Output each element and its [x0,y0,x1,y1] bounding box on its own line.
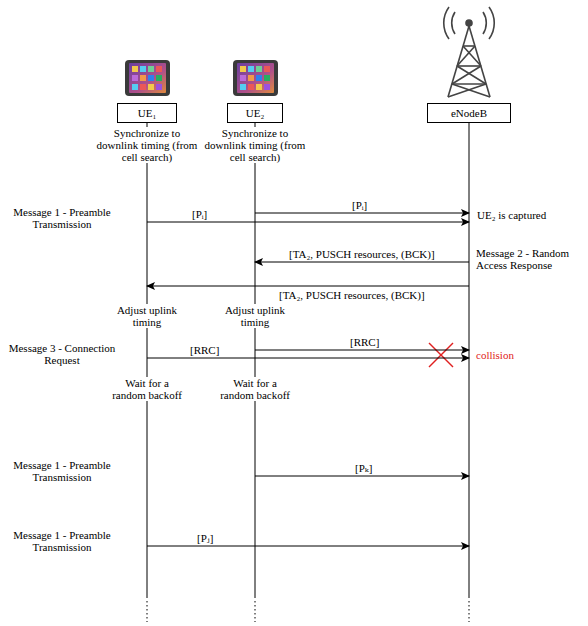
message-arrow [147,286,469,287]
message-arrow [147,222,469,223]
entity-box: UE₂ [227,103,283,123]
message-label: [TA₂, PUSCH resources, (BCK)] [277,289,427,302]
message-label: [TA₂, PUSCH resources, (BCK)] [287,248,437,261]
annotation-text: Message 2 - Random Access Response [476,247,584,271]
message-label: [Pₖ] [353,462,374,475]
message-label: [RRC] [188,344,221,357]
entity-box: eNodeB [427,103,511,123]
annotation-text: collision [476,349,536,361]
annotation-text: Synchronize to downlink timing (from cel… [95,127,199,163]
annotation-text: UE₂ is captured [477,209,577,221]
message-arrow [255,213,469,214]
message-arrow [255,262,469,263]
annotation-text: Wait for a random backoff [107,377,187,401]
message-arrow [147,546,469,547]
annotation-text: Message 1 - Preamble Transmission [4,529,120,553]
annotation-text: Message 1 - Preamble Transmission [4,206,120,230]
lifeline [147,120,469,622]
message-label: [Pᵢ] [350,199,369,212]
message-arrow [255,350,469,351]
annotation-text: Adjust uplink timing [107,304,187,328]
entity-name: eNodeB [451,107,487,119]
collision-cross [429,343,453,367]
annotation-text: Adjust uplink timing [215,304,295,328]
annotation-text: Synchronize to downlink timing (from cel… [203,127,307,163]
message-arrow [255,476,469,477]
message-label: [Pⱼ] [195,532,215,545]
phone-icon [233,60,278,96]
entity-name: UE₁ [138,107,157,119]
message-label: [Pᵢ] [190,208,209,221]
annotation-text: Wait for a random backoff [215,377,295,401]
annotation-text: Message 1 - Preamble Transmission [4,459,120,483]
entity-name: UE₂ [246,107,265,119]
message-label: [RRC] [348,336,381,349]
annotation-text: Message 3 - Connection Request [4,342,120,366]
message-arrow [147,358,469,359]
phone-icon [125,60,170,96]
entity-box: UE₁ [117,103,177,123]
antenna-tower [444,7,495,97]
